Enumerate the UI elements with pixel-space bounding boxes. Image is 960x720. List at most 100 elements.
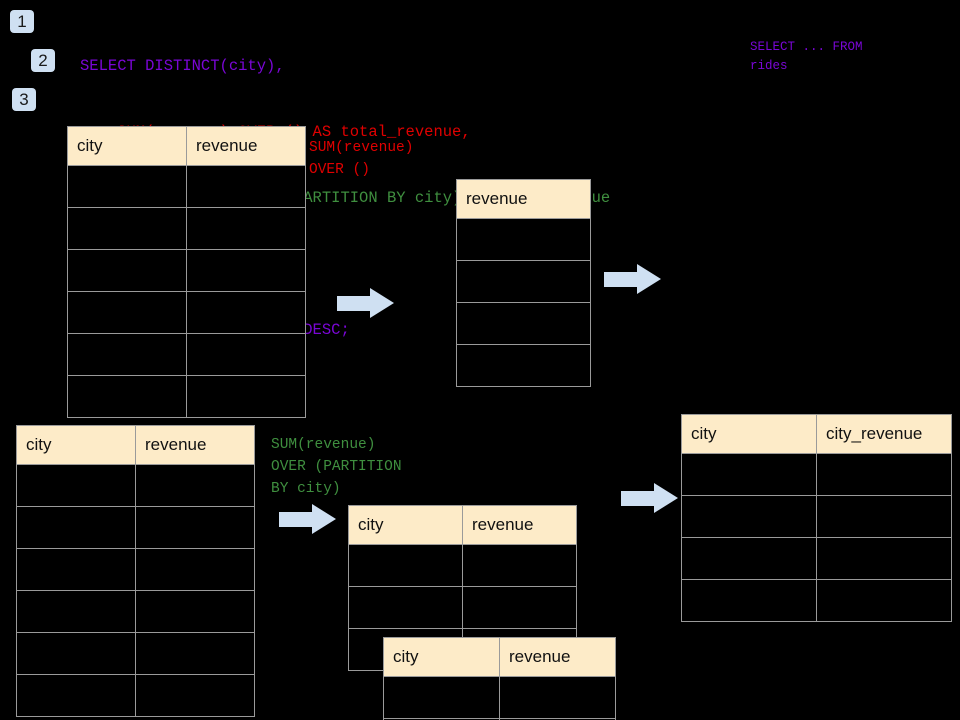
cell-city-revenue [816, 495, 952, 538]
arrow-shaft [337, 296, 373, 311]
arrow-shaft [604, 272, 640, 287]
rides-source-table-partitioned: city revenue [16, 425, 255, 717]
cell-revenue [186, 375, 306, 418]
table-row [16, 548, 255, 591]
annotation-over-empty: SUM(revenue) OVER () [309, 140, 414, 178]
table-row [16, 506, 255, 549]
cell-city [681, 495, 817, 538]
table-row [456, 260, 591, 303]
table-row [67, 375, 306, 418]
cell-revenue [135, 632, 255, 675]
cell-revenue [186, 165, 306, 208]
cell-revenue [186, 249, 306, 292]
table-row [67, 291, 306, 334]
arrow-head [312, 504, 336, 534]
cell-city [67, 249, 187, 292]
cell-revenue [499, 676, 616, 719]
column-header-city: city [383, 637, 500, 677]
column-header-city: city [16, 425, 136, 465]
table-row [456, 302, 591, 345]
step-badge-2: 2 [31, 49, 55, 72]
arrow-shaft [621, 491, 657, 506]
cell-city [67, 333, 187, 376]
cell-city [67, 165, 187, 208]
step-badge-3: 3 [12, 88, 36, 111]
total-revenue-table: revenue [456, 179, 591, 387]
cell-city [67, 207, 187, 250]
column-header-revenue: revenue [462, 505, 577, 545]
result-table: city city_revenue [681, 414, 952, 622]
table-row [383, 718, 616, 720]
column-header-city-revenue: city_revenue [816, 414, 952, 454]
table-row [383, 676, 616, 719]
rides-source-table: city revenue [67, 126, 306, 418]
cell-revenue [135, 464, 255, 507]
cell-city [16, 674, 136, 717]
arrow-head [654, 483, 678, 513]
cell-city [16, 506, 136, 549]
step-badge-1: 1 [10, 10, 34, 33]
table-row [681, 495, 952, 538]
cell-revenue [186, 291, 306, 334]
arrow-head [370, 288, 394, 318]
table-header-row: revenue [456, 179, 591, 219]
cell-revenue [462, 586, 577, 629]
table-header-row: city revenue [348, 505, 577, 545]
partition-group-table-a: city revenue [348, 505, 577, 671]
cell-revenue [456, 302, 591, 345]
note-select-from: SELECT ... FROM rides [750, 40, 863, 73]
column-header-city: city [681, 414, 817, 454]
table-row [456, 344, 591, 387]
cell-city [67, 291, 187, 334]
cell-revenue [462, 544, 577, 587]
arrow-source-to-partition [279, 504, 336, 534]
cell-revenue [456, 260, 591, 303]
cell-revenue [135, 506, 255, 549]
partition-group-table-b: city revenue [383, 637, 616, 720]
cell-city-revenue [816, 579, 952, 622]
table-row [16, 674, 255, 717]
annotation-over-partition: SUM(revenue) OVER (PARTITION BY city) [271, 437, 402, 497]
cell-city-revenue [816, 537, 952, 580]
table-row [681, 453, 952, 496]
table-row [456, 218, 591, 261]
cell-city [16, 590, 136, 633]
cell-city [348, 586, 463, 629]
cell-city [348, 544, 463, 587]
table-row [16, 464, 255, 507]
table-header-row: city revenue [16, 425, 255, 465]
table-row [681, 579, 952, 622]
table-header-row: city revenue [67, 126, 306, 166]
arrow-source-to-total [337, 288, 394, 318]
cell-revenue [499, 718, 616, 720]
table-row [16, 632, 255, 675]
cell-revenue [135, 674, 255, 717]
column-header-revenue: revenue [499, 637, 616, 677]
cell-city [16, 632, 136, 675]
column-header-revenue: revenue [456, 179, 591, 219]
cell-revenue [186, 207, 306, 250]
cell-city-revenue [816, 453, 952, 496]
table-row [67, 207, 306, 250]
table-row [348, 586, 577, 629]
cell-revenue [456, 344, 591, 387]
cell-revenue [456, 218, 591, 261]
cell-city [681, 537, 817, 580]
arrow-total-to-result [604, 264, 661, 294]
table-header-row: city revenue [383, 637, 616, 677]
cell-city [67, 375, 187, 418]
table-row [348, 544, 577, 587]
cell-city [383, 676, 500, 719]
table-row [681, 537, 952, 580]
arrow-partition-to-result [621, 483, 678, 513]
cell-revenue [135, 548, 255, 591]
column-header-revenue: revenue [186, 126, 306, 166]
cell-city [16, 464, 136, 507]
table-row [67, 249, 306, 292]
column-header-revenue: revenue [135, 425, 255, 465]
cell-city [16, 548, 136, 591]
arrow-shaft [279, 512, 315, 527]
table-row [67, 165, 306, 208]
cell-city [681, 453, 817, 496]
